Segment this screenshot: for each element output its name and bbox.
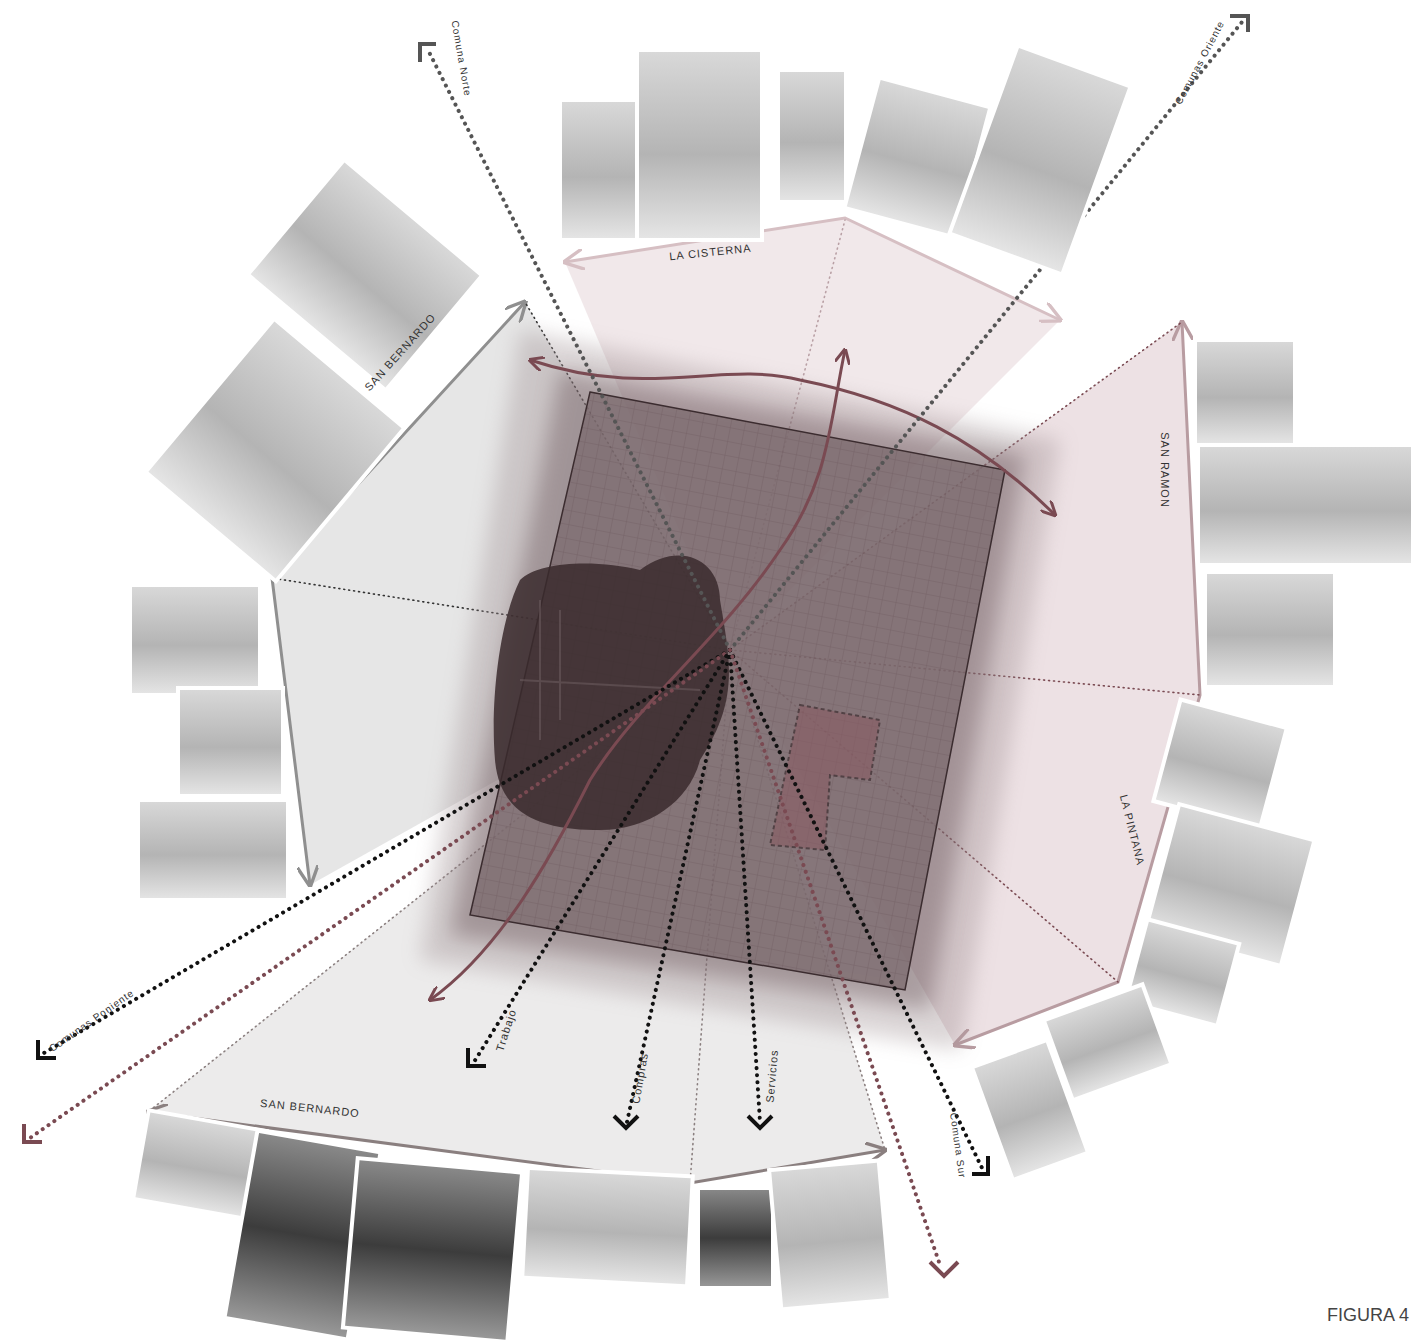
commune-arrow-label: Comuna Sur xyxy=(948,1111,968,1178)
commune-arrow-label: Comuna Norte xyxy=(450,19,474,97)
figure-caption: FIGURA 4 xyxy=(1327,1305,1409,1326)
commune-arrow-label: Comunas Poniente xyxy=(47,987,136,1054)
commune-arrow-label: Comunas Oriente xyxy=(1173,18,1227,106)
commune-label: SAN RAMON xyxy=(1159,432,1171,508)
